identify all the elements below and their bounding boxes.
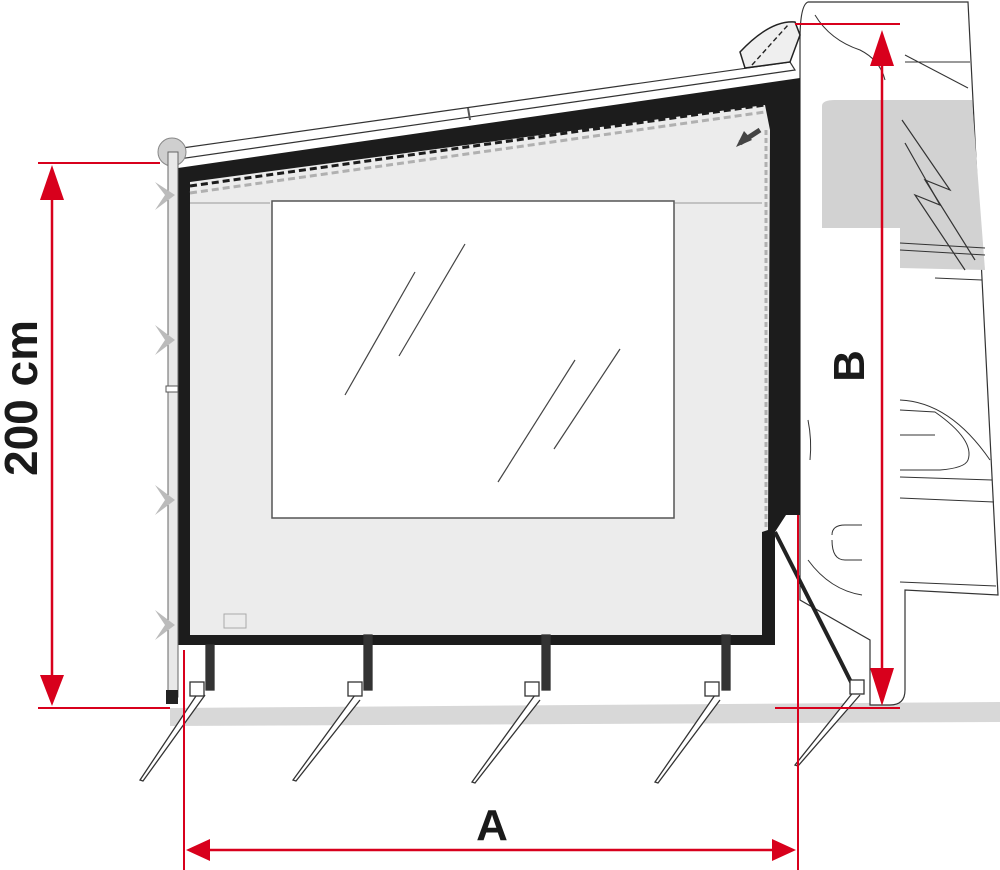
window-panel	[271, 200, 675, 519]
width-dimension-label: A	[476, 801, 508, 850]
peg	[653, 634, 731, 784]
vehicle-height-dimension-label: B	[825, 350, 874, 382]
peg	[291, 634, 373, 782]
height-dimension-label: 200 cm	[0, 320, 47, 476]
peg	[138, 644, 215, 782]
peg	[470, 634, 551, 784]
vehicle-body	[799, 1, 999, 706]
ground-pegs	[138, 531, 865, 784]
awning-rail	[167, 21, 801, 161]
dimension-lines	[38, 23, 900, 870]
support-pole	[155, 137, 187, 704]
